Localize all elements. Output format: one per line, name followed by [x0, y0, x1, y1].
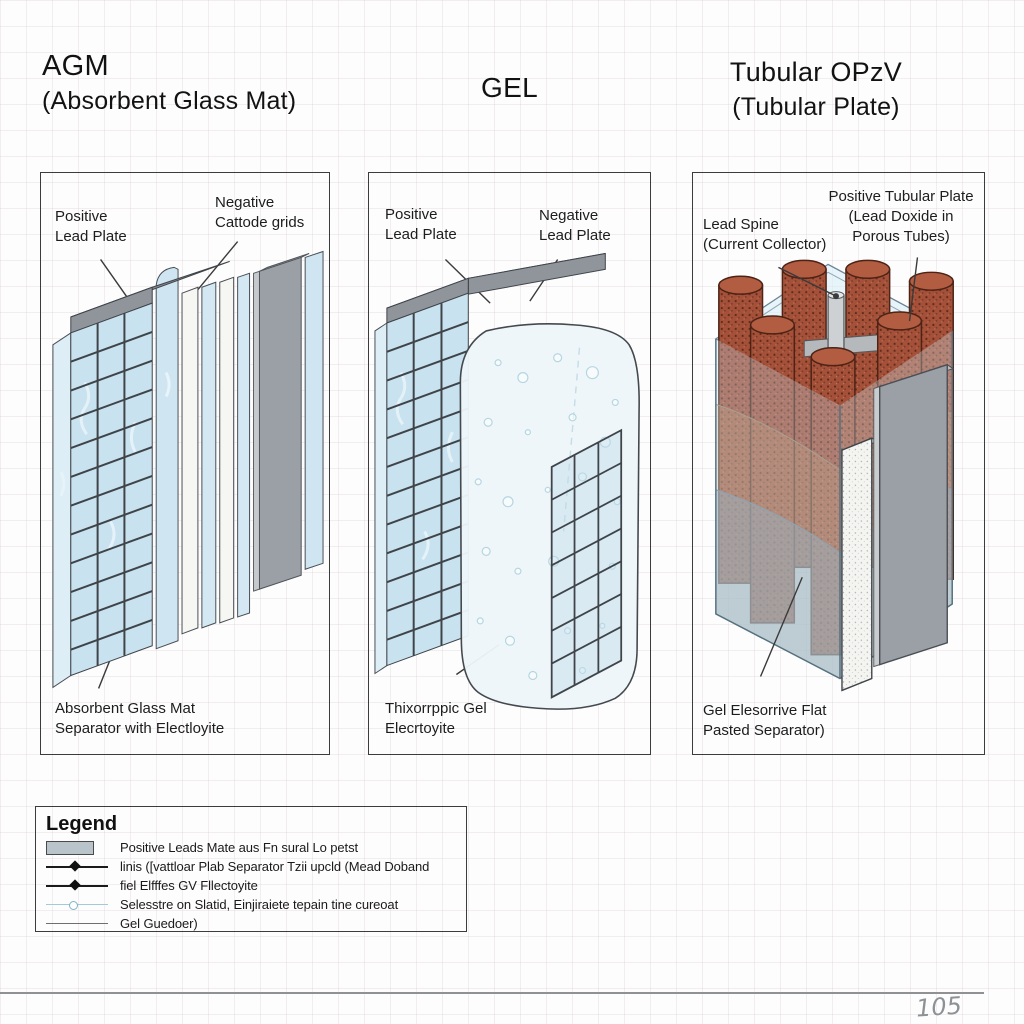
legend-item-label: Selesstre on Slatid, Einjiraiete tepain … — [120, 897, 399, 912]
opzv-title: Tubular OPzV (Tubular Plate) — [686, 54, 946, 124]
legend-item-label: Positive Leads Mate aus Fn sural Lo pets… — [120, 840, 358, 855]
gel-embedded-negative-grid — [550, 428, 623, 699]
agm-rear-sheets — [155, 250, 324, 650]
positive-plate-swatch-icon — [46, 840, 112, 855]
agm-title-line1: AGM — [42, 50, 109, 82]
footer-divider-line — [0, 992, 984, 994]
legend-title: Legend — [46, 813, 118, 835]
agm-title-line2: (Absorbent Glass Mat) — [42, 87, 297, 115]
opzv-separator-sheet — [840, 437, 879, 692]
legend-row: fiel Elfffes GV Fllectoyite — [46, 876, 458, 895]
gel-label-electrolyte: Thixorrppic Gel Elecrtoyite — [385, 700, 487, 737]
legend-row: Positive Leads Mate aus Fn sural Lo pets… — [46, 838, 458, 857]
opzv-gray-plate — [873, 363, 955, 668]
agm-label-positive-plate: Positive Lead Plate — [55, 208, 127, 245]
legend-row: Selesstre on Slatid, Einjiraiete tepain … — [46, 895, 458, 914]
gel-label-positive-plate: Positive Lead Plate — [385, 206, 457, 243]
opzv-panel: Lead Spine (Current Collector) Positive … — [692, 172, 985, 755]
legend-box: Legend Positive Leads Mate aus Fn sural … — [35, 806, 467, 932]
agm-diagram — [52, 241, 324, 689]
legend-item-label: fiel Elfffes GV Fllectoyite — [120, 878, 258, 893]
opzv-container-edges — [715, 330, 953, 680]
opzv-title-line2: (Tubular Plate) — [732, 93, 900, 121]
legend-item-label: linis ([vattloar Plab Separator Tzii upc… — [120, 859, 430, 874]
legend-row: Gel Guedoer) — [46, 914, 458, 933]
agm-label-negative-grids: Negative Cattode grids — [215, 194, 305, 231]
opzv-title-line1: Tubular OPzV — [729, 57, 903, 87]
gel-electrolyte-blob — [459, 323, 640, 710]
gel-title-line1: GEL — [481, 72, 538, 103]
page-number: 105 — [915, 991, 963, 1023]
opzv-leader-lines — [759, 257, 919, 677]
legend-row: linis ([vattloar Plab Separator Tzii upc… — [46, 857, 458, 876]
opzv-diagram — [714, 257, 955, 692]
opzv-label-tubular-plate: Positive Tubular Plate (Lead Doxide in P… — [828, 188, 974, 245]
opzv-label-gel-separator: Gel Elesorrive Flat Pasted Separator) — [703, 702, 827, 739]
gel-panel: Positive Lead Plate Negative Lead Plate … — [368, 172, 651, 755]
gel-top-bar — [386, 252, 606, 324]
gel-diagram — [374, 252, 640, 710]
diamond-line-icon — [46, 878, 112, 893]
agm-label-separator: Absorbent Glass Mat Separator with Elect… — [55, 700, 225, 737]
circle-line-icon — [46, 897, 112, 912]
agm-title: AGM (Absorbent Glass Mat) — [42, 48, 296, 118]
legend-item-label: Gel Guedoer) — [120, 916, 198, 931]
diamond-line-icon — [46, 859, 112, 874]
gel-title: GEL — [368, 70, 651, 106]
agm-grid-plate — [52, 260, 230, 689]
gel-grid-plate — [374, 292, 469, 675]
opzv-label-lead-spine: Lead Spine (Current Collector) — [703, 216, 827, 253]
plain-line-icon — [46, 916, 112, 931]
agm-panel: Positive Lead Plate Negative Cattode gri… — [40, 172, 330, 755]
gel-label-negative-plate: Negative Lead Plate — [539, 207, 611, 244]
